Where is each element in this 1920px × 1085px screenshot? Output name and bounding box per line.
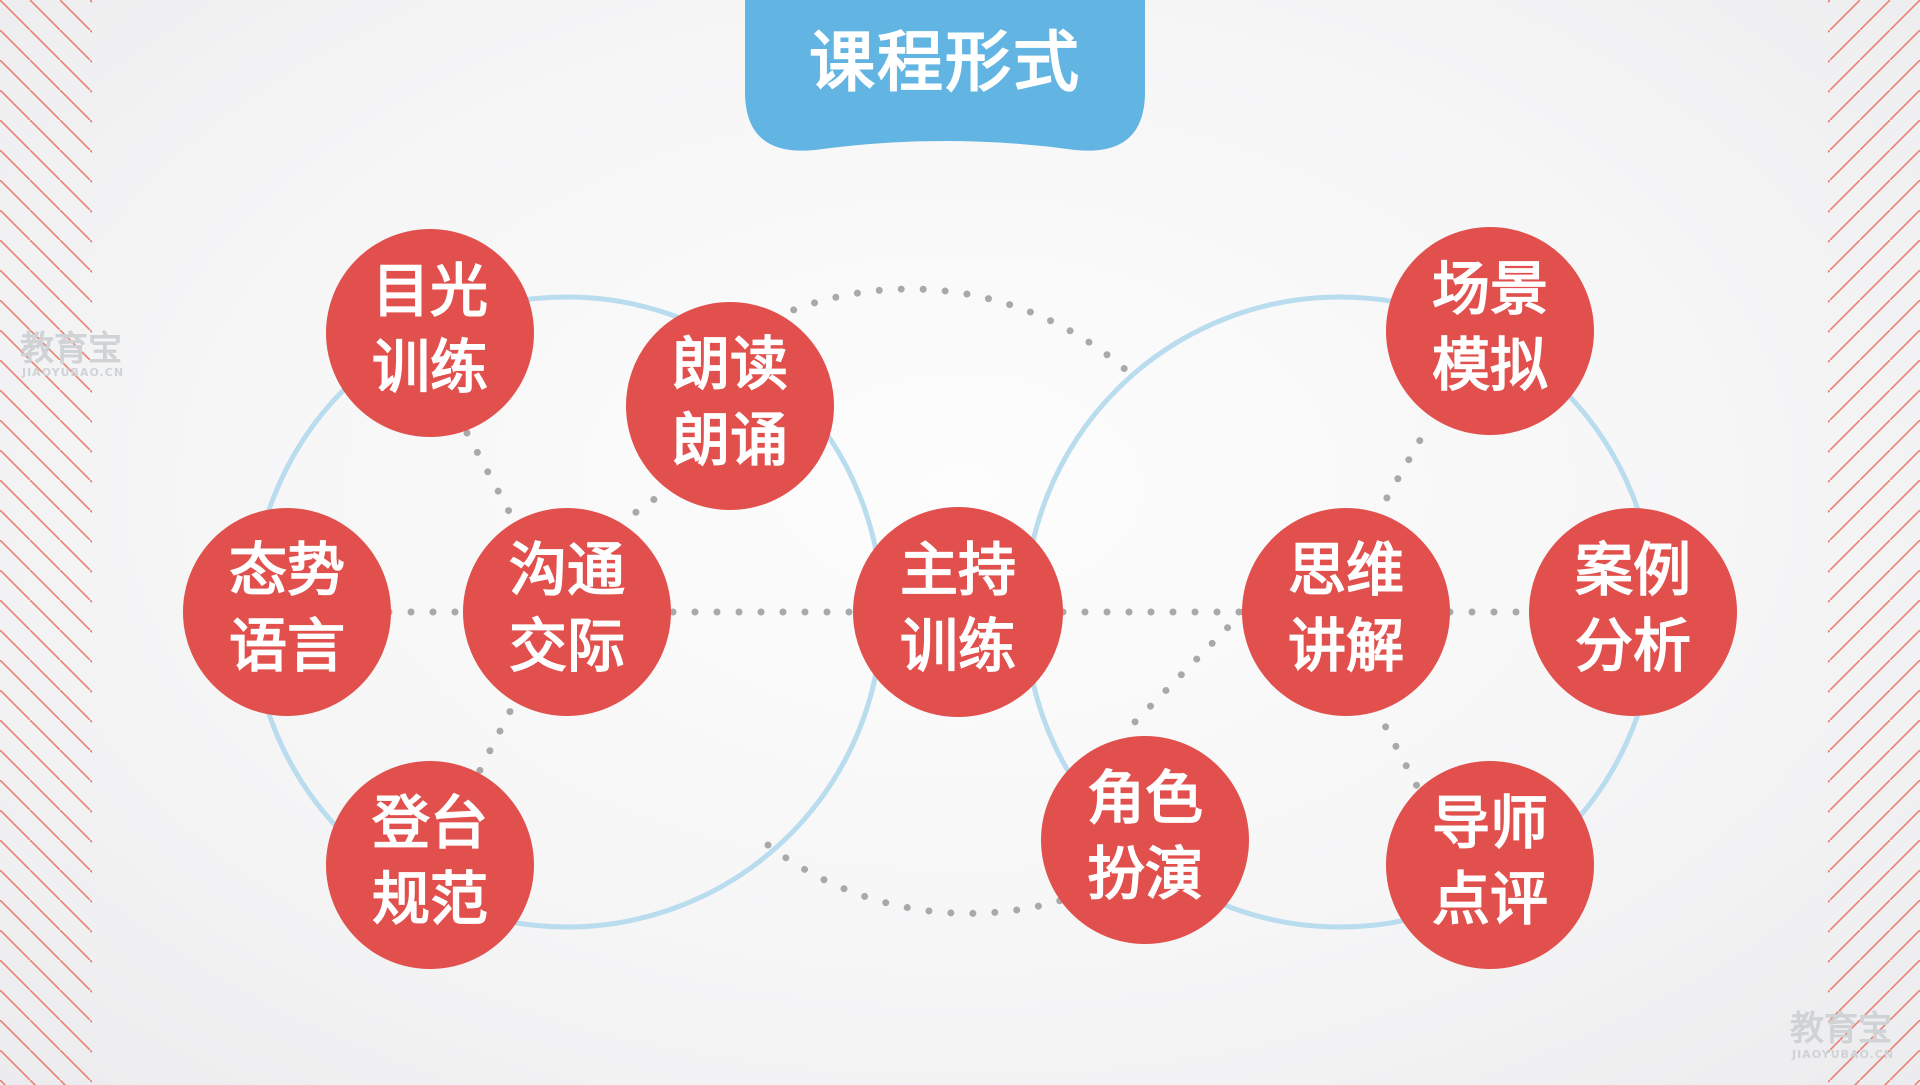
- node-stage-norms: 登台 规范: [326, 761, 534, 969]
- node-circle: [183, 508, 391, 716]
- node-label-line1: 场景: [1432, 255, 1548, 323]
- watermark-main: 教育宝: [1790, 1009, 1892, 1049]
- node-scene: 场景 模拟: [1386, 227, 1594, 435]
- node-label-line2: 模拟: [1432, 331, 1548, 399]
- node-label-line1: 目光: [372, 257, 488, 325]
- node-mentor: 导师 点评: [1386, 761, 1594, 969]
- node-label-line1: 态势: [229, 536, 345, 604]
- node-role-play: 角色 扮演: [1041, 736, 1249, 944]
- node-label-line2: 交际: [509, 612, 625, 680]
- node-label-line1: 主持: [900, 536, 1016, 604]
- node-circle: [326, 229, 534, 437]
- node-label-line1: 角色: [1087, 764, 1203, 832]
- node-label-line1: 朗读: [672, 330, 788, 398]
- node-label-line2: 规范: [372, 865, 488, 933]
- node-label-line2: 点评: [1432, 865, 1548, 933]
- node-case: 案例 分析: [1529, 508, 1737, 716]
- node-circle: [326, 761, 534, 969]
- right-stripe-panel: [1828, 0, 1920, 1085]
- title-banner: [745, 0, 1145, 151]
- node-circle: [463, 508, 671, 716]
- node-posture: 态势 语言: [183, 508, 391, 716]
- node-reading: 朗读 朗诵: [626, 302, 834, 510]
- watermark-sub: JIAOYUBAO.CN: [1791, 1048, 1894, 1061]
- node-label-line2: 扮演: [1087, 840, 1203, 908]
- left-stripe-panel: [0, 0, 92, 1085]
- watermark-sub: JIAOYUBAO.CN: [21, 366, 124, 379]
- node-label-line1: 思维: [1288, 536, 1404, 604]
- page-title: 课程形式: [809, 24, 1081, 101]
- node-label-line2: 朗诵: [672, 406, 788, 474]
- node-communication: 沟通 交际: [463, 508, 671, 716]
- center-dotted-ring: [663, 285, 1144, 917]
- node-gaze: 目光 训练: [326, 229, 534, 437]
- watermark-main: 教育宝: [20, 329, 122, 369]
- node-circle: [1242, 508, 1450, 716]
- node-label-line2: 分析: [1575, 612, 1691, 680]
- watermark-top-left: 教育宝 JIAOYUBAO.CN: [20, 329, 124, 379]
- node-label-line1: 登台: [371, 789, 488, 857]
- node-circle: [1386, 761, 1594, 969]
- node-center: 主持 训练: [853, 507, 1063, 717]
- node-circle: [1529, 508, 1737, 716]
- node-circle: [853, 507, 1063, 717]
- node-label-line1: 沟通: [509, 536, 625, 604]
- node-circle: [1386, 227, 1594, 435]
- node-thinking: 思维 讲解: [1242, 508, 1450, 716]
- node-label-line2: 训练: [372, 333, 488, 401]
- node-label-line2: 讲解: [1288, 612, 1404, 680]
- node-label-line2: 语言: [229, 612, 345, 680]
- watermark-bottom-right: 教育宝 JIAOYUBAO.CN: [1790, 1009, 1894, 1061]
- node-label-line2: 训练: [900, 612, 1016, 680]
- node-circle: [1041, 736, 1249, 944]
- node-label-line1: 导师: [1432, 789, 1548, 857]
- node-label-line1: 案例: [1575, 536, 1691, 604]
- node-circle: [626, 302, 834, 510]
